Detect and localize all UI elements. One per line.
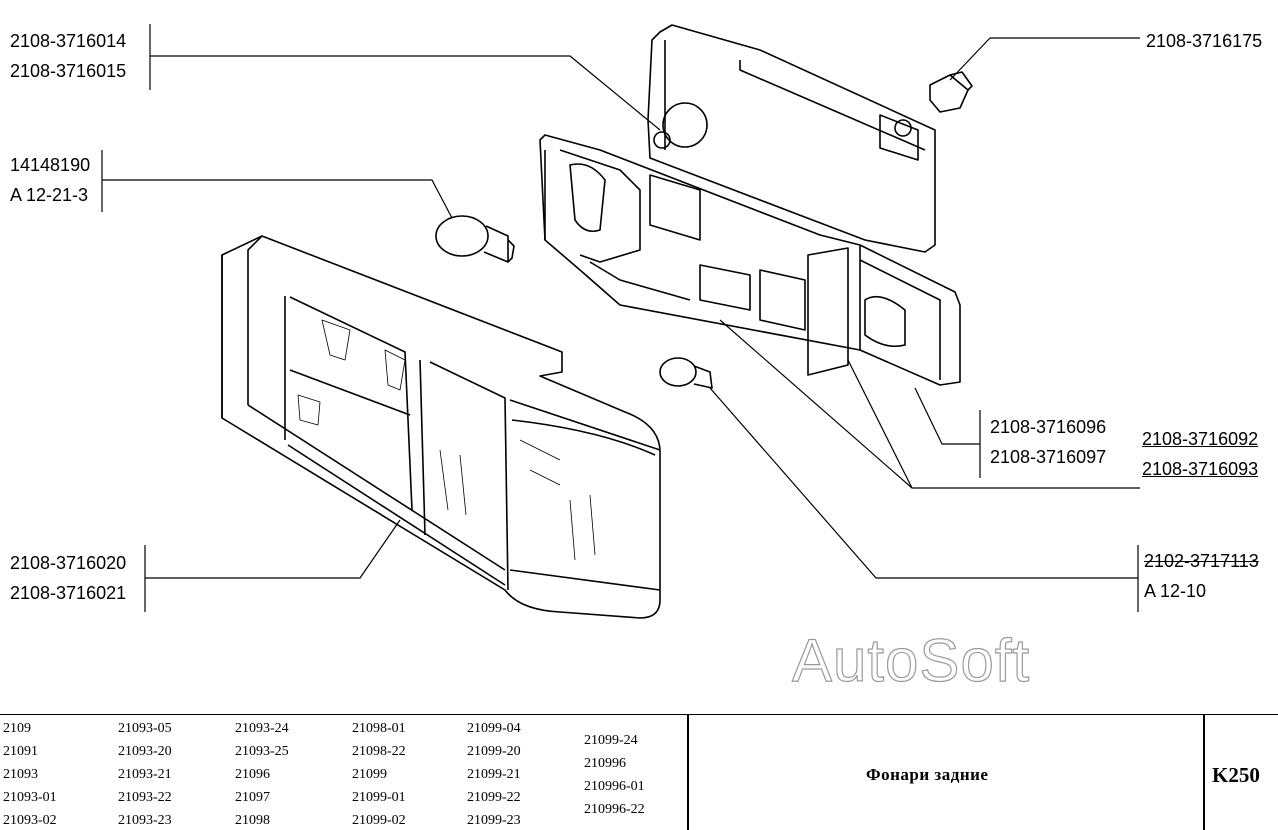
sheet-code: K250	[1212, 763, 1260, 787]
model-code: 21098-22	[352, 744, 406, 759]
part-number: 2108-3716093	[1142, 459, 1259, 479]
reflector-plate	[647, 24, 936, 253]
divider	[687, 715, 689, 830]
model-code: 21099-02	[352, 813, 406, 828]
models-column-4: 21098-01 21098-22 21099 21099-01 21099-0…	[352, 721, 406, 829]
model-code: 21093-22	[118, 790, 172, 805]
model-code: 21093	[3, 767, 38, 782]
rear-lamp-exploded-drawing	[101, 24, 1140, 619]
model-code: 21091	[3, 744, 38, 759]
model-code: 21099-04	[467, 721, 521, 736]
model-code: 21099-21	[467, 767, 521, 782]
model-code: 21093-24	[235, 721, 289, 736]
part-number: 2108-3716097	[990, 447, 1107, 467]
model-code: 21099-23	[467, 813, 521, 828]
models-column-2: 21093-05 21093-20 21093-21 21093-22 2109…	[118, 721, 172, 829]
model-code: 21098-01	[352, 721, 406, 736]
models-column-5: 21099-04 21099-20 21099-21 21099-22 2109…	[467, 721, 521, 829]
model-code: 21093-21	[118, 767, 172, 782]
model-code: 210996	[584, 756, 626, 771]
bulb-type: A 12-21-3	[10, 185, 89, 205]
model-code: 2109	[3, 721, 31, 736]
model-code: 21099	[352, 767, 387, 782]
models-column-1: 2109 21091 21093 21093-01 21093-02	[3, 721, 57, 829]
stop-bulb-drawing	[435, 215, 515, 263]
part-number: 2108-3716014	[10, 31, 127, 51]
model-code: 21099-20	[467, 744, 521, 759]
side-bulb-drawing	[659, 357, 713, 389]
model-code: 21093-25	[235, 744, 289, 759]
callout-stop-bulb: 14148190 A 12-21-3	[10, 150, 90, 210]
part-number: 2108-3716096	[990, 417, 1107, 437]
model-code: 21093-23	[118, 813, 172, 828]
model-code: 210996-22	[584, 802, 645, 817]
part-number: 2108-3716021	[10, 583, 127, 603]
divider	[1203, 715, 1205, 830]
model-code: 210996-01	[584, 779, 645, 794]
part-number: 2108-3716015	[10, 61, 127, 81]
model-code: 21093-20	[118, 744, 172, 759]
bulb-type: A 12-10	[1144, 581, 1207, 601]
callout-holder-board: 2108-3716092 2108-3716093	[1142, 424, 1258, 484]
model-code: 21093-01	[3, 790, 57, 805]
model-code: 21099-01	[352, 790, 406, 805]
sheet-title: Фонари задние	[866, 765, 989, 784]
socket-drawing	[929, 71, 973, 113]
bulb-holder-board	[539, 134, 961, 386]
lamp-lens-housing	[221, 235, 661, 619]
callout-side-bulb: 2102-3717113 A 12-10	[1144, 546, 1259, 606]
part-number: 2108-3716092	[1142, 429, 1259, 449]
model-code: 21099-22	[467, 790, 521, 805]
part-number: 2102-3717113	[1144, 551, 1259, 571]
models-column-3: 21093-24 21093-25 21096 21097 21098	[235, 721, 289, 829]
callout-holder-sockets: 2108-3716096 2108-3716097	[990, 412, 1106, 472]
title-block: 2109 21091 21093 21093-01 21093-02 21093…	[0, 714, 1278, 830]
part-number: 2108-3716175	[1146, 31, 1263, 51]
callout-lens: 2108-3716020 2108-3716021	[10, 548, 126, 608]
callout-socket: 2108-3716175	[1146, 26, 1262, 56]
models-column-6: 21099-24 210996 210996-01 210996-22	[584, 733, 645, 818]
part-number: 14148190	[10, 155, 91, 175]
model-code: 21099-24	[584, 733, 638, 748]
watermark: AutoSoft	[791, 626, 1031, 694]
model-code: 21097	[235, 790, 270, 805]
model-code: 21096	[235, 767, 270, 782]
model-code: 21098	[235, 813, 270, 828]
part-number: 2108-3716020	[10, 553, 127, 573]
model-code: 21093-02	[3, 813, 57, 828]
callout-reflector: 2108-3716014 2108-3716015	[10, 26, 126, 86]
model-code: 21093-05	[118, 721, 172, 736]
